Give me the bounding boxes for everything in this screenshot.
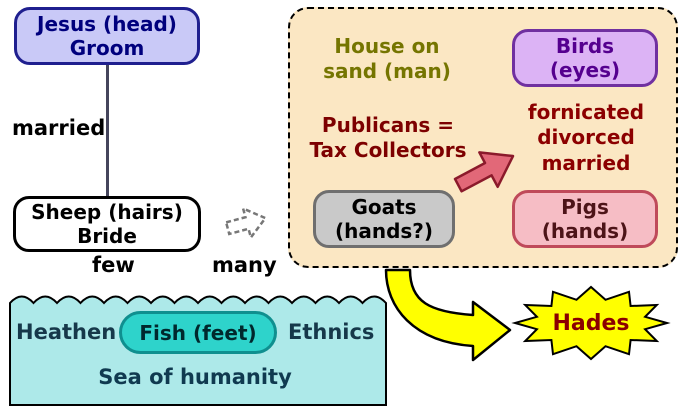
goats-box-line2: (hands?) xyxy=(334,219,434,243)
publicans-line2: Tax Collectors xyxy=(309,138,467,162)
pigs-box: Pigs (hands) xyxy=(512,190,658,248)
few-label: few xyxy=(92,253,135,277)
pigs-box-line1: Pigs xyxy=(561,195,609,219)
bride-box-line2: Bride xyxy=(77,224,137,248)
hades-burst-shape xyxy=(511,285,671,361)
publicans-label: Publicans = Tax Collectors xyxy=(303,113,473,163)
connector-line xyxy=(106,64,109,197)
birds-box-line2: (eyes) xyxy=(549,58,621,82)
dashed-arrow-icon xyxy=(224,206,268,241)
birds-box: Birds (eyes) xyxy=(512,29,658,87)
heathen-label: Heathen xyxy=(16,320,117,344)
sins-line1: fornicated xyxy=(527,100,645,124)
goats-box: Goats (hands?) xyxy=(313,190,455,248)
ethnics-label: Ethnics xyxy=(288,320,375,344)
fish-box: Fish (feet) xyxy=(119,311,277,354)
curved-yellow-arrow-icon xyxy=(384,268,512,362)
groom-box: Jesus (head) Groom xyxy=(14,7,200,65)
bride-box-line1: Sheep (hairs) xyxy=(31,200,183,224)
house-label-line1: House on xyxy=(334,34,440,58)
publicans-line1: Publicans = xyxy=(321,113,455,137)
sins-label: fornicated divorced married xyxy=(521,100,651,176)
birds-box-line1: Birds xyxy=(555,34,615,58)
red-arrow-icon xyxy=(453,151,515,193)
sea-caption: Sea of humanity xyxy=(98,365,292,389)
groom-box-line2: Groom xyxy=(69,36,145,60)
pigs-box-line2: (hands) xyxy=(541,219,629,243)
sins-line2: divorced xyxy=(537,125,635,150)
hades-label: Hades xyxy=(552,310,630,336)
many-label: many xyxy=(212,253,277,277)
bride-box: Sheep (hairs) Bride xyxy=(13,196,201,252)
fish-box-label: Fish (feet) xyxy=(139,320,257,345)
groom-box-line1: Jesus (head) xyxy=(37,12,177,36)
goats-box-line1: Goats xyxy=(351,195,417,219)
sins-line3: married xyxy=(541,150,631,175)
married-label: married xyxy=(12,116,106,140)
house-on-sand-label: House on sand (man) xyxy=(312,34,462,84)
house-label-line2: sand (man) xyxy=(323,59,451,83)
